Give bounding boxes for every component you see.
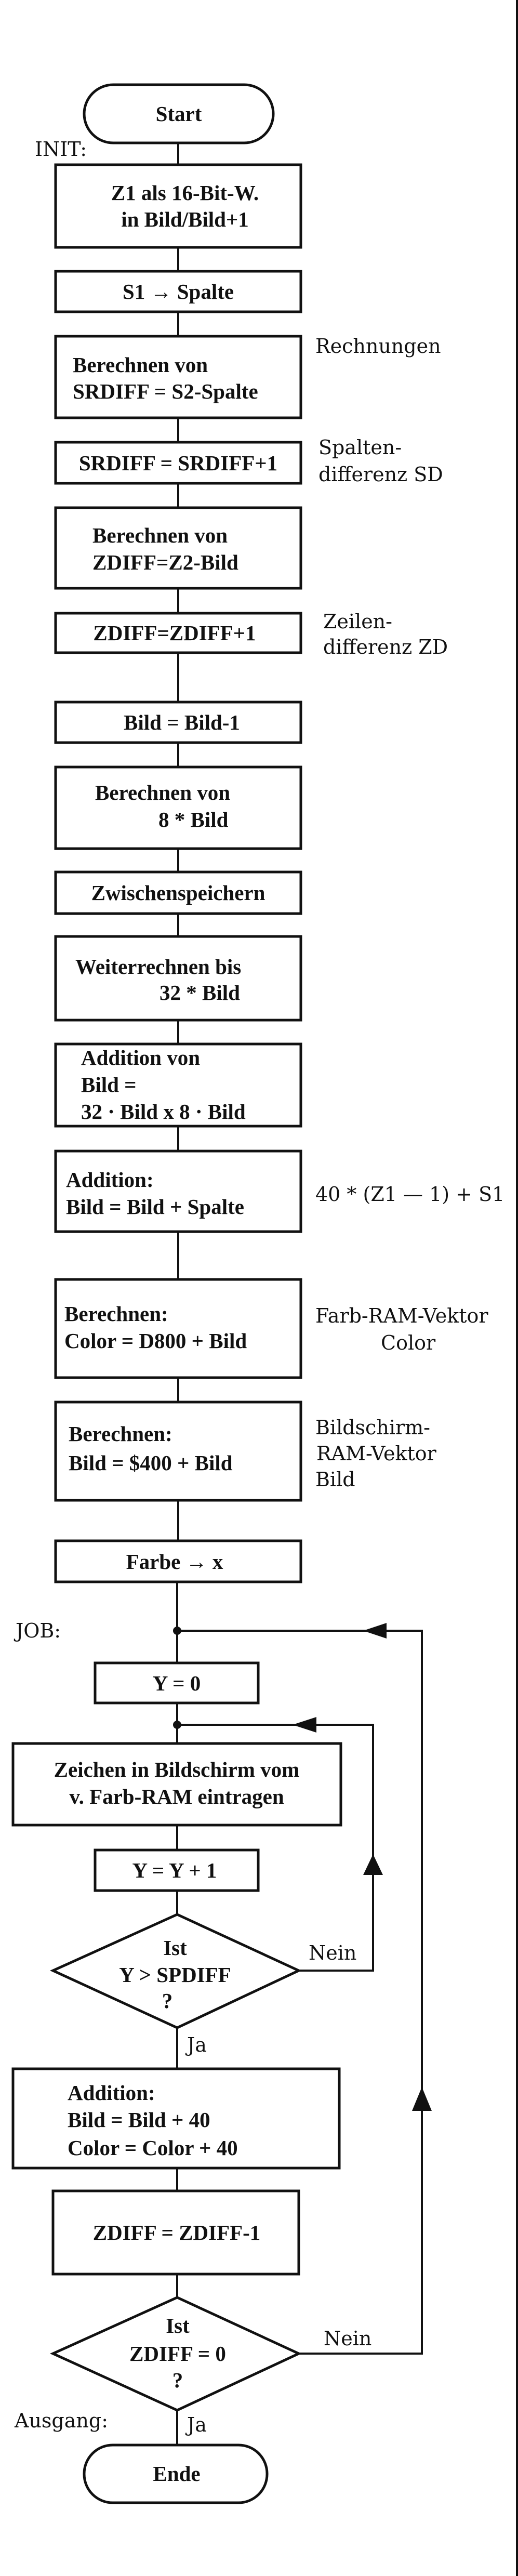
arrow-left-icon	[293, 1717, 316, 1733]
flowchart-text: S1 → Spalte	[123, 280, 234, 303]
flowchart-text: Berechnen von	[73, 353, 208, 377]
flowchart-text: differenz ZD	[323, 636, 448, 658]
flowchart-text: Ist	[166, 2314, 190, 2337]
flowchart-text: RAM-Vektor	[316, 1442, 437, 1465]
flowchart-text: v. Farb-RAM eintragen	[69, 1785, 284, 1808]
yes-label: Ja	[185, 2033, 207, 2056]
process-box-4: SRDIFF = SRDIFF+1	[54, 441, 302, 485]
init-label: INIT:	[35, 138, 87, 161]
flowchart-text: Bild	[315, 1468, 355, 1491]
flowchart-text: ZDIFF = ZDIFF-1	[93, 2221, 261, 2244]
flowchart-text: Bild = Bild + 40	[68, 2108, 210, 2132]
end-label: Ende	[153, 2462, 200, 2486]
flowchart-text: Ist	[163, 1936, 187, 1960]
process-box-18: Y = Y + 1	[94, 1848, 260, 1892]
annotations: Rechnungen Spalten- differenz SD Zeilen-…	[315, 335, 504, 1491]
process-box-9: Zwischenspeichern	[54, 870, 302, 915]
flowchart-text: differenz SD	[318, 463, 443, 486]
job-label: JOB:	[14, 1619, 61, 1642]
no-label: Nein	[309, 1941, 356, 1964]
process-box-3: Berechnen von SRDIFF = S2-Spalte	[54, 335, 302, 419]
flowchart-text: 40 * (Z1 — 1) + S1	[315, 1183, 504, 1206]
flowchart-text: Bild = $400 + Bild	[69, 1451, 233, 1475]
flowchart-text: Berechnen:	[69, 1422, 172, 1446]
process-box-8: Berechnen von 8 * Bild	[54, 765, 302, 850]
flowchart-text: ?	[162, 1989, 173, 2013]
arrow-left-icon	[363, 1623, 387, 1639]
end-terminal: Ende	[83, 2443, 269, 2504]
process-box-7: Bild = Bild-1	[54, 701, 302, 744]
arrow-up-icon	[412, 2087, 432, 2111]
connectors	[176, 143, 423, 2445]
flowchart-text: 8 * Bild	[158, 808, 229, 831]
flowchart-text: SRDIFF = SRDIFF+1	[79, 451, 277, 475]
decision-2: Ist ZDIFF = 0 ? Nein Ja	[49, 2296, 371, 2436]
yes-label: Ja	[185, 2413, 207, 2436]
flowchart-text: Bild =	[81, 1073, 137, 1097]
decision-1: Ist Y > SPDIFF ? Nein Ja	[49, 1913, 356, 2056]
process-box-20: ZDIFF = ZDIFF-1	[51, 2189, 300, 2276]
flowchart-text: Berechnen von	[95, 781, 230, 804]
flowchart-text: Berechnen von	[92, 523, 228, 547]
process-box-5: Berechnen von ZDIFF=Z2-Bild	[54, 506, 302, 590]
flowchart-text: 32 * Bild	[160, 981, 240, 1005]
junction-dot	[173, 1627, 181, 1635]
flowchart-text: Color	[381, 1331, 436, 1354]
start-terminal: Start	[83, 83, 275, 144]
flowchart-text: Addition:	[66, 1168, 154, 1192]
flowchart-text: ZDIFF=Z2-Bild	[92, 550, 238, 574]
flowchart-text: 32 · Bild x 8 · Bild	[81, 1100, 246, 1124]
flowchart-text: Addition:	[68, 2081, 155, 2105]
flowchart-text: Y > SPDIFF	[119, 1963, 231, 1987]
flowchart-text: Color = D800 + Bild	[64, 1329, 247, 1353]
flowchart-text: Y = 0	[153, 1671, 201, 1695]
flowchart-text: Weiterrechnen bis	[75, 955, 241, 979]
flowchart-text: ZDIFF = 0	[129, 2342, 226, 2366]
flowchart-text: Rechnungen	[315, 335, 441, 358]
flowchart-text: SRDIFF = S2-Spalte	[73, 379, 258, 403]
process-box-16: Y = 0	[94, 1661, 260, 1705]
flowchart-text: ZDIFF=ZDIFF+1	[93, 621, 256, 645]
flowchart-text: Bild = Bild + Spalte	[66, 1195, 244, 1219]
flowchart-text: Spalten-	[318, 436, 402, 459]
flowchart-text: Zeichen in Bildschirm vom	[54, 1758, 300, 1781]
flowchart-text: Z1 als 16-Bit-W.	[111, 181, 259, 205]
flowchart-text: Color = Color + 40	[68, 2136, 238, 2160]
flowchart-text: Bild = Bild-1	[124, 710, 240, 734]
process-box-13: Berechnen: Color = D800 + Bild	[54, 1278, 302, 1379]
flowchart-text: Bildschirm-	[315, 1416, 430, 1439]
process-box-14: Berechnen: Bild = $400 + Bild	[54, 1401, 302, 1502]
flowchart-text: Farb-RAM-Vektor	[315, 1304, 488, 1327]
arrow-up-icon	[363, 1854, 383, 1875]
exit-label: Ausgang:	[14, 2409, 108, 2432]
process-box-10: Weiterrechnen bis 32 * Bild	[54, 935, 302, 1022]
flowchart-text: Addition von	[81, 1046, 200, 1069]
flowchart-text: in Bild/Bild+1	[121, 207, 249, 231]
no-label: Nein	[324, 2327, 371, 2350]
process-box-12: Addition: Bild = Bild + Spalte	[54, 1150, 302, 1233]
process-box-17: Zeichen in Bildschirm vom v. Farb-RAM ei…	[11, 1742, 342, 1827]
flowchart-text: Y = Y + 1	[132, 1858, 217, 1882]
flowchart-text: Berechnen:	[64, 1302, 168, 1326]
start-label: Start	[156, 102, 202, 126]
flowchart-text: Zwischenspeichern	[91, 881, 265, 905]
process-box-19: Addition: Bild = Bild + 40 Color = Color…	[11, 2067, 341, 2170]
process-box-11: Addition von Bild = 32 · Bild x 8 · Bild	[54, 1042, 302, 1128]
junction-dot	[173, 1721, 181, 1729]
process-box-2: S1 → Spalte	[54, 270, 302, 313]
process-box-15: Farbe → x	[54, 1539, 302, 1583]
flowchart-text: Zeilen-	[323, 610, 392, 633]
process-box-1: Z1 als 16-Bit-W. in Bild/Bild+1	[54, 163, 302, 249]
flowchart-text: Farbe → x	[126, 1550, 223, 1574]
flowchart-text: ?	[172, 2368, 183, 2392]
process-box-6: ZDIFF=ZDIFF+1	[54, 612, 302, 654]
